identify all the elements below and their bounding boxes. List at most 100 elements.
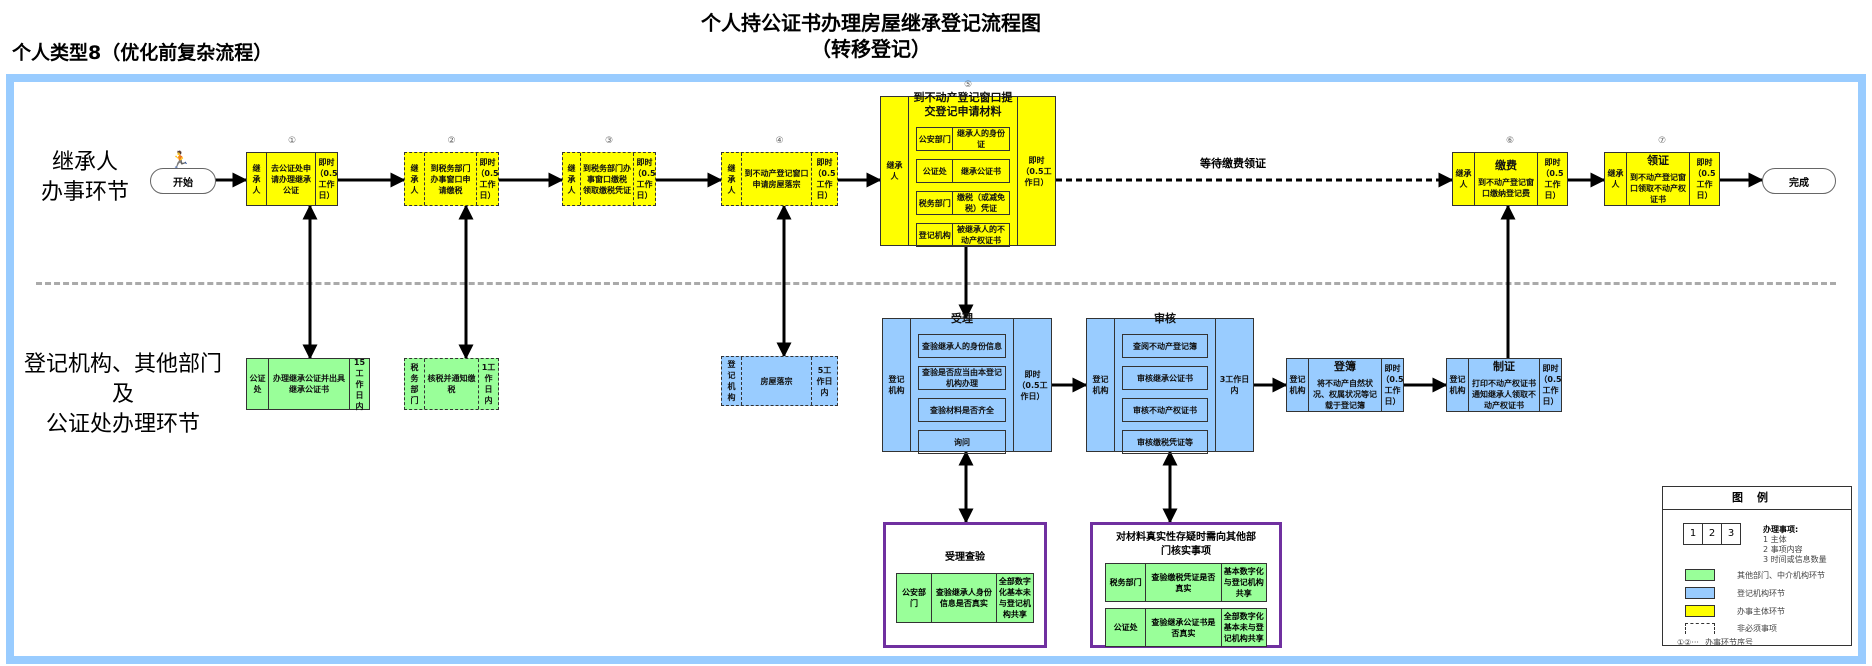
check-item: 询问	[917, 430, 1007, 454]
lane-label-line: 继承人	[51, 150, 118, 175]
step-content: 审核查阅不动产登记簿审核继承公证书审核不动产权证书审核缴税凭证等	[1115, 312, 1215, 454]
material-name: 继承人的身份证	[956, 129, 1005, 149]
verify-row: 税务部门 查验缴税凭证是否真实 基本数字化与登记机构共享	[1105, 563, 1267, 602]
step-time: 即时（0.5工作日）	[811, 153, 837, 205]
step-description: 到不动产登记窗口缴纳登记费	[1478, 178, 1534, 198]
legend-item-optional: 非必须事项	[1685, 623, 1777, 634]
material-item: 公证处继承公证书	[916, 159, 1010, 183]
step-description: 核税并通知缴税	[427, 374, 476, 394]
step-number: ③	[604, 136, 614, 146]
diagram-frame	[6, 74, 1866, 664]
material-source: 公安部门	[917, 128, 954, 150]
step-time: 5工作日内	[811, 357, 837, 405]
step-content: 到不动产登记窗口提交登记申请材料公安部门继承人的身份证公证处继承公证书税务部门缴…	[909, 91, 1017, 247]
verify-item: 查验缴税凭证是否真实	[1146, 564, 1222, 601]
legend-cell: 2	[1703, 524, 1722, 544]
legend-title: 图例	[1663, 487, 1851, 510]
step-title: 缴费	[1495, 159, 1517, 172]
step-box-certify: 登记机构制证打印不动产权证书 通知继承人领取不动产权证书即时（0.5工作日）	[1446, 358, 1562, 412]
title-line-2: （转移登记）	[811, 37, 931, 61]
step-title: 到不动产登记窗口提交登记申请材料	[913, 91, 1013, 118]
step-time: 即时（0.5工作日）	[633, 153, 656, 205]
step-actor: 登记机构	[1447, 359, 1469, 411]
step-title: 受理	[951, 312, 973, 325]
lane-label-applicant: 继承人 办事环节	[30, 148, 140, 208]
step-box-record: 登记机构登簿将不动产自然状况、权属状况等记载于登记簿即时（0.5工作日）	[1286, 358, 1404, 412]
material-name: 缴税（或减免税）凭证	[956, 193, 1005, 213]
check-item-text: 审核继承公证书	[1137, 373, 1193, 383]
material-name: 被继承人的不动产权证书	[956, 225, 1005, 245]
end-node: 完成	[1762, 168, 1836, 194]
verify-box-acceptance: 受理查验 公安部门 查验继承人身份信息是否真实 全部数字化基本未与登记机构共享	[883, 522, 1047, 648]
step-time: 即时（0.5工作日）	[1013, 319, 1051, 451]
step-content: 制证打印不动产权证书 通知继承人领取不动产权证书	[1469, 359, 1539, 411]
step-description: 到税务部门办事窗口缴税 领取缴税凭证	[583, 163, 631, 195]
step-description: 到不动产登记窗口领取不动产权证书	[1630, 172, 1686, 204]
step-box-s2: 继承人到税务部门办事窗口申请缴税即时（0.5工作日）	[404, 152, 499, 206]
check-item: 查阅不动产登记簿	[1121, 334, 1209, 358]
verify-dept: 税务部门	[1106, 564, 1147, 601]
verify-row: 公安部门 查验继承人身份信息是否真实 全部数字化基本未与登记机构共享	[896, 573, 1034, 623]
step-actor: 继承人	[881, 97, 909, 245]
step-content: 受理查验继承人的身份信息查验是否应当由本登记机构办理查验材料是否齐全询问	[911, 312, 1013, 454]
check-item-text: 询问	[953, 437, 970, 447]
step-actor: 登记机构	[722, 357, 742, 405]
blue-swatch	[1685, 587, 1715, 599]
legend-cell: 1	[1684, 524, 1703, 544]
step-content: 办理继承公证并出具继承公证书	[269, 359, 349, 409]
step-number-symbol: ①②···	[1677, 638, 1699, 647]
step-title: 制证	[1493, 359, 1515, 373]
legend-item-registry: 登记机构环节	[1685, 587, 1785, 599]
step-number: ②	[447, 136, 456, 146]
step-box-s6: 继承人缴费到不动产登记窗口缴纳登记费即时（0.5工作日）	[1452, 152, 1568, 206]
check-item-text: 查验材料是否齐全	[929, 405, 994, 415]
wait-label: 等待缴费领证	[1200, 157, 1266, 170]
step-title: 审核	[1154, 312, 1176, 325]
legend-cell-sample: 1 2 3	[1683, 523, 1741, 545]
step-description: 打印不动产权证书 通知继承人领取不动产权证书	[1472, 378, 1536, 410]
step-box-s3: 继承人到税务部门办事窗口缴税 领取缴税凭证即时（0.5工作日）	[562, 152, 656, 206]
check-item: 审核不动产权证书	[1121, 398, 1209, 422]
legend-note: 2 事项内容	[1763, 545, 1803, 554]
step-number: ⑥	[1505, 136, 1515, 146]
legend-notes-title: 办理事项:	[1763, 525, 1799, 534]
step-description: 到不动产登记窗口申请房屋落宗	[744, 169, 809, 189]
step-title: 领证	[1647, 153, 1669, 167]
step-box-accept: 登记机构受理查验继承人的身份信息查验是否应当由本登记机构办理查验材料是否齐全询问…	[882, 312, 1052, 454]
yellow-swatch	[1685, 605, 1715, 617]
step-content: 去公证处申请办理继承公证	[267, 153, 315, 205]
step-box-s1: 继承人去公证处申请办理继承公证即时（0.5工作日）	[246, 152, 338, 206]
verify-status: 全部数字化基本未与登记机构共享	[1223, 612, 1264, 643]
material-name: 继承公证书	[960, 166, 1001, 176]
step-description: 将不动产自然状况、权属状况等记载于登记簿	[1313, 378, 1377, 410]
lane-label-line: 公证处办理环节	[45, 412, 200, 437]
step-title: 登簿	[1334, 359, 1356, 373]
material-source: 公证处	[917, 160, 954, 182]
dashed-swatch	[1685, 623, 1715, 634]
material-item: 税务部门缴税（或减免税）凭证	[916, 191, 1010, 215]
check-item: 审核继承公证书	[1121, 366, 1209, 390]
step-time: 即时（0.5工作日）	[476, 153, 499, 205]
step-content: 登簿将不动产自然状况、权属状况等记载于登记簿	[1309, 359, 1381, 411]
step-actor: 继承人	[1453, 153, 1475, 205]
legend-note: 1 主体	[1763, 535, 1787, 544]
runner-icon: 🏃	[170, 150, 190, 169]
verify-title: 对材料真实性存疑时需向其他部门核实事项	[1116, 532, 1256, 557]
check-item: 查验继承人的身份信息	[917, 334, 1007, 358]
page-title: 个人持公证书办理房屋继承登记流程图 （转移登记）	[0, 10, 1872, 62]
verify-item: 查验继承公证书是否真实	[1146, 609, 1222, 646]
start-node: 开始	[150, 168, 216, 194]
check-item-text: 审核不动产权证书	[1133, 405, 1197, 415]
verify-row: 公证处 查验继承公证书是否真实 全部数字化基本未与登记机构共享	[1105, 608, 1267, 647]
material-source: 登记机构	[917, 224, 954, 246]
step-time: 即时（0.5工作日）	[1381, 359, 1404, 411]
green-swatch	[1685, 569, 1715, 581]
check-item: 审核缴税凭证等	[1121, 430, 1209, 454]
legend-item-applicant: 办事主体环节	[1685, 605, 1785, 617]
step-number: ⑤	[963, 80, 973, 90]
step-actor: 继承人	[247, 153, 267, 205]
check-item-text: 查验是否应当由本登记机构办理	[921, 368, 1002, 388]
step-number: ⑦	[1657, 136, 1667, 146]
verify-title: 受理查验	[945, 552, 985, 563]
